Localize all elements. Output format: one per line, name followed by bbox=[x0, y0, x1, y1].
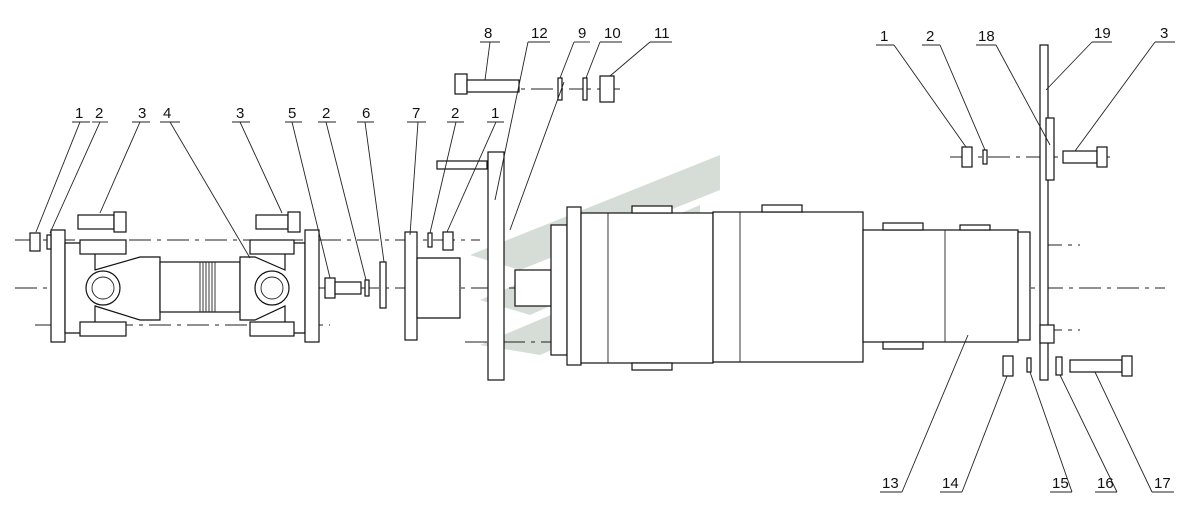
label-5: 5 bbox=[288, 105, 296, 122]
label-12: 12 bbox=[531, 25, 548, 42]
label-2: 2 bbox=[451, 105, 459, 122]
label-7: 7 bbox=[412, 105, 420, 122]
motor-body bbox=[514, 204, 1031, 371]
cardan-shaft bbox=[50, 229, 320, 343]
label-1: 1 bbox=[880, 28, 888, 45]
label-14: 14 bbox=[942, 475, 959, 492]
label-10: 10 bbox=[604, 25, 621, 42]
label-13: 13 bbox=[882, 475, 899, 492]
label-1: 1 bbox=[491, 105, 499, 122]
leader-lines bbox=[35, 41, 1175, 493]
label-17: 17 bbox=[1154, 475, 1171, 492]
mounting-plate bbox=[454, 73, 615, 381]
label-9: 9 bbox=[578, 25, 586, 42]
label-1: 1 bbox=[75, 105, 83, 122]
part-labels: 1 2 3 4 3 5 2 6 7 2 1 8 12 9 10 11 1 2 1… bbox=[75, 25, 1171, 492]
label-16: 16 bbox=[1097, 475, 1114, 492]
label-6: 6 bbox=[362, 105, 370, 122]
label-3: 3 bbox=[138, 105, 146, 122]
label-15: 15 bbox=[1052, 475, 1069, 492]
label-11: 11 bbox=[654, 25, 670, 42]
label-8: 8 bbox=[484, 25, 492, 42]
label-2: 2 bbox=[95, 105, 103, 122]
label-19: 19 bbox=[1094, 25, 1111, 42]
label-3: 3 bbox=[1160, 25, 1168, 42]
label-3: 3 bbox=[236, 105, 244, 122]
label-2: 2 bbox=[926, 28, 934, 45]
adapter-flange bbox=[404, 160, 488, 341]
label-2: 2 bbox=[322, 105, 330, 122]
label-4: 4 bbox=[163, 105, 171, 122]
bolts-left bbox=[29, 211, 387, 309]
label-18: 18 bbox=[978, 28, 995, 45]
right-bracket bbox=[961, 44, 1133, 381]
